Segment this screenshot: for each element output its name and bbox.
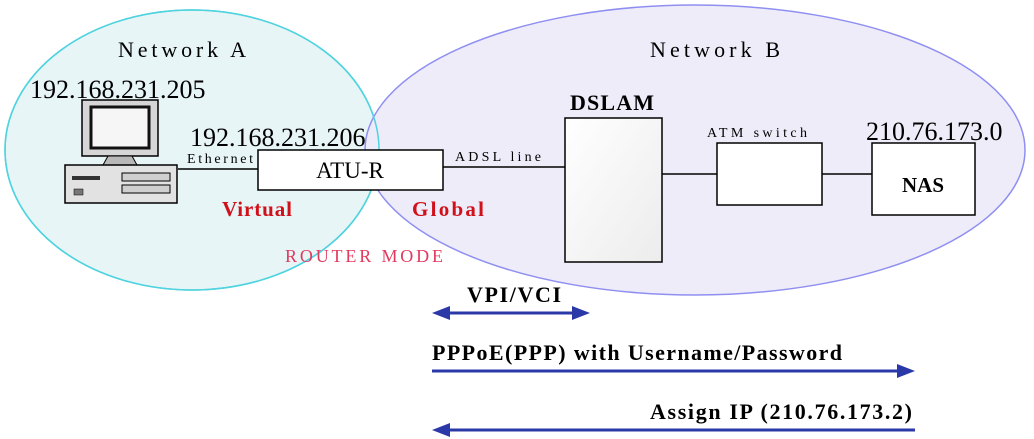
vpi-vci-label: VPI/VCI: [467, 282, 561, 307]
network-a-label: Network A: [118, 37, 246, 62]
global-interface-label: Global: [412, 197, 484, 221]
router-mode-label: ROUTER MODE: [285, 246, 443, 266]
pppoe-arrow: [432, 364, 915, 378]
floppy-slot: [72, 176, 100, 180]
pppoe-arrow-head: [897, 364, 915, 378]
virtual-interface-label: Virtual: [222, 197, 292, 221]
pppoe-label: PPPoE(PPP) with Username/Password: [432, 340, 842, 365]
system-unit: [64, 164, 178, 204]
nas-ip-label: 210.76.173.0: [866, 117, 1003, 146]
assign-ip-arrow: [432, 423, 915, 437]
vpi-vci-arrow: [432, 306, 590, 320]
vpi-vci-arrow-head-right: [572, 306, 590, 320]
router-label: ATU-R: [316, 158, 384, 183]
computer-ip-label: 192.168.231.205: [30, 75, 206, 104]
dslam-label: DSLAM: [570, 90, 654, 115]
computer-icon: [64, 99, 178, 204]
power-button: [73, 188, 84, 196]
vpi-vci-arrow-head-left: [432, 306, 450, 320]
dslam-box: [564, 117, 663, 263]
monitor-screen: [89, 105, 151, 150]
drive-bay-lower: [121, 184, 171, 194]
atm-switch-label: ATM switch: [707, 126, 807, 141]
nas-box: [871, 142, 976, 216]
adsl-label: ADSL line: [455, 150, 541, 165]
nas-label: NAS: [902, 173, 944, 197]
network-b-label: Network B: [650, 37, 780, 62]
router-ip-label: 192.168.231.206: [190, 123, 366, 152]
router-box: [257, 149, 444, 191]
assign-ip-label: Assign IP (210.76.173.2): [650, 399, 912, 424]
monitor-stand: [102, 155, 138, 166]
assign-ip-arrow-head: [432, 423, 450, 437]
atm-switch-box: [716, 142, 823, 206]
drive-bay-upper: [121, 172, 171, 182]
